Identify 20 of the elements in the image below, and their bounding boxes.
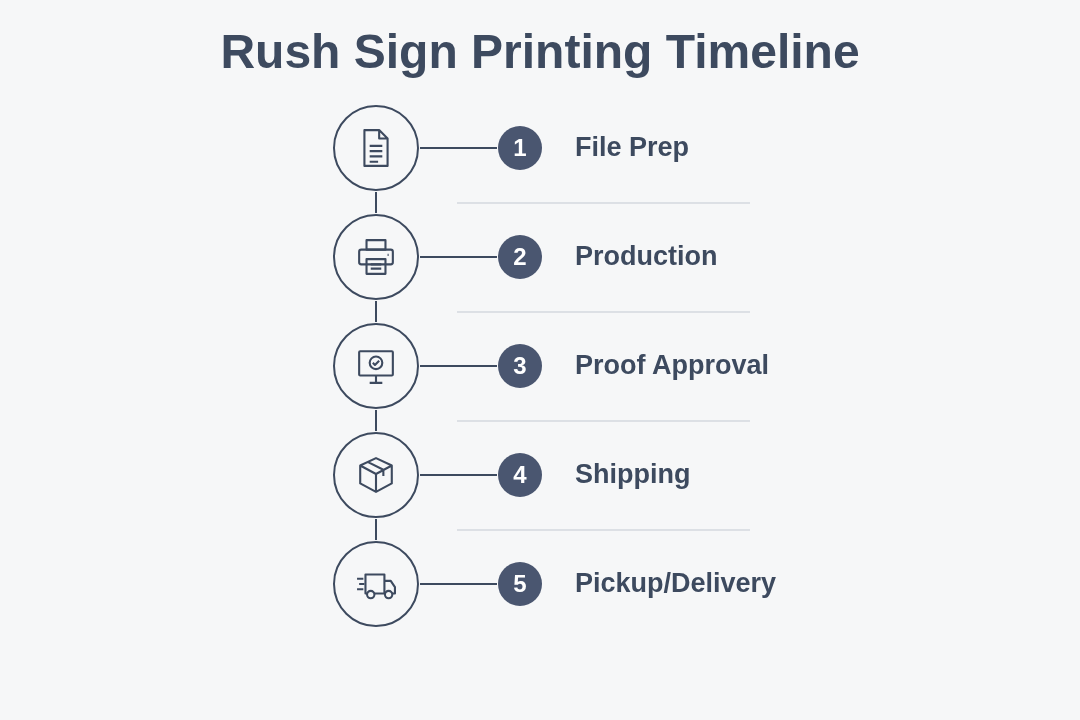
connector-line (419, 256, 498, 258)
step-number: 2 (498, 235, 542, 279)
step-label: Pickup/Delivery (575, 568, 777, 599)
connector-line (419, 147, 498, 149)
connector-line (375, 409, 377, 432)
step-label: Production (575, 241, 718, 272)
step-number: 1 (498, 126, 542, 170)
connector-line (419, 474, 498, 476)
step-label: Proof Approval (575, 350, 769, 381)
connector-line (375, 191, 377, 214)
connector-line (419, 583, 498, 585)
step-number: 3 (498, 344, 542, 388)
connector-line (375, 300, 377, 323)
step-number: 4 (498, 453, 542, 497)
step-label: File Prep (575, 132, 690, 163)
connector-line (375, 518, 377, 541)
step-number: 5 (498, 562, 542, 606)
connector-line (419, 365, 498, 367)
title: Rush Sign Printing Timeline (219, 24, 861, 79)
step-label: Shipping (575, 459, 691, 490)
